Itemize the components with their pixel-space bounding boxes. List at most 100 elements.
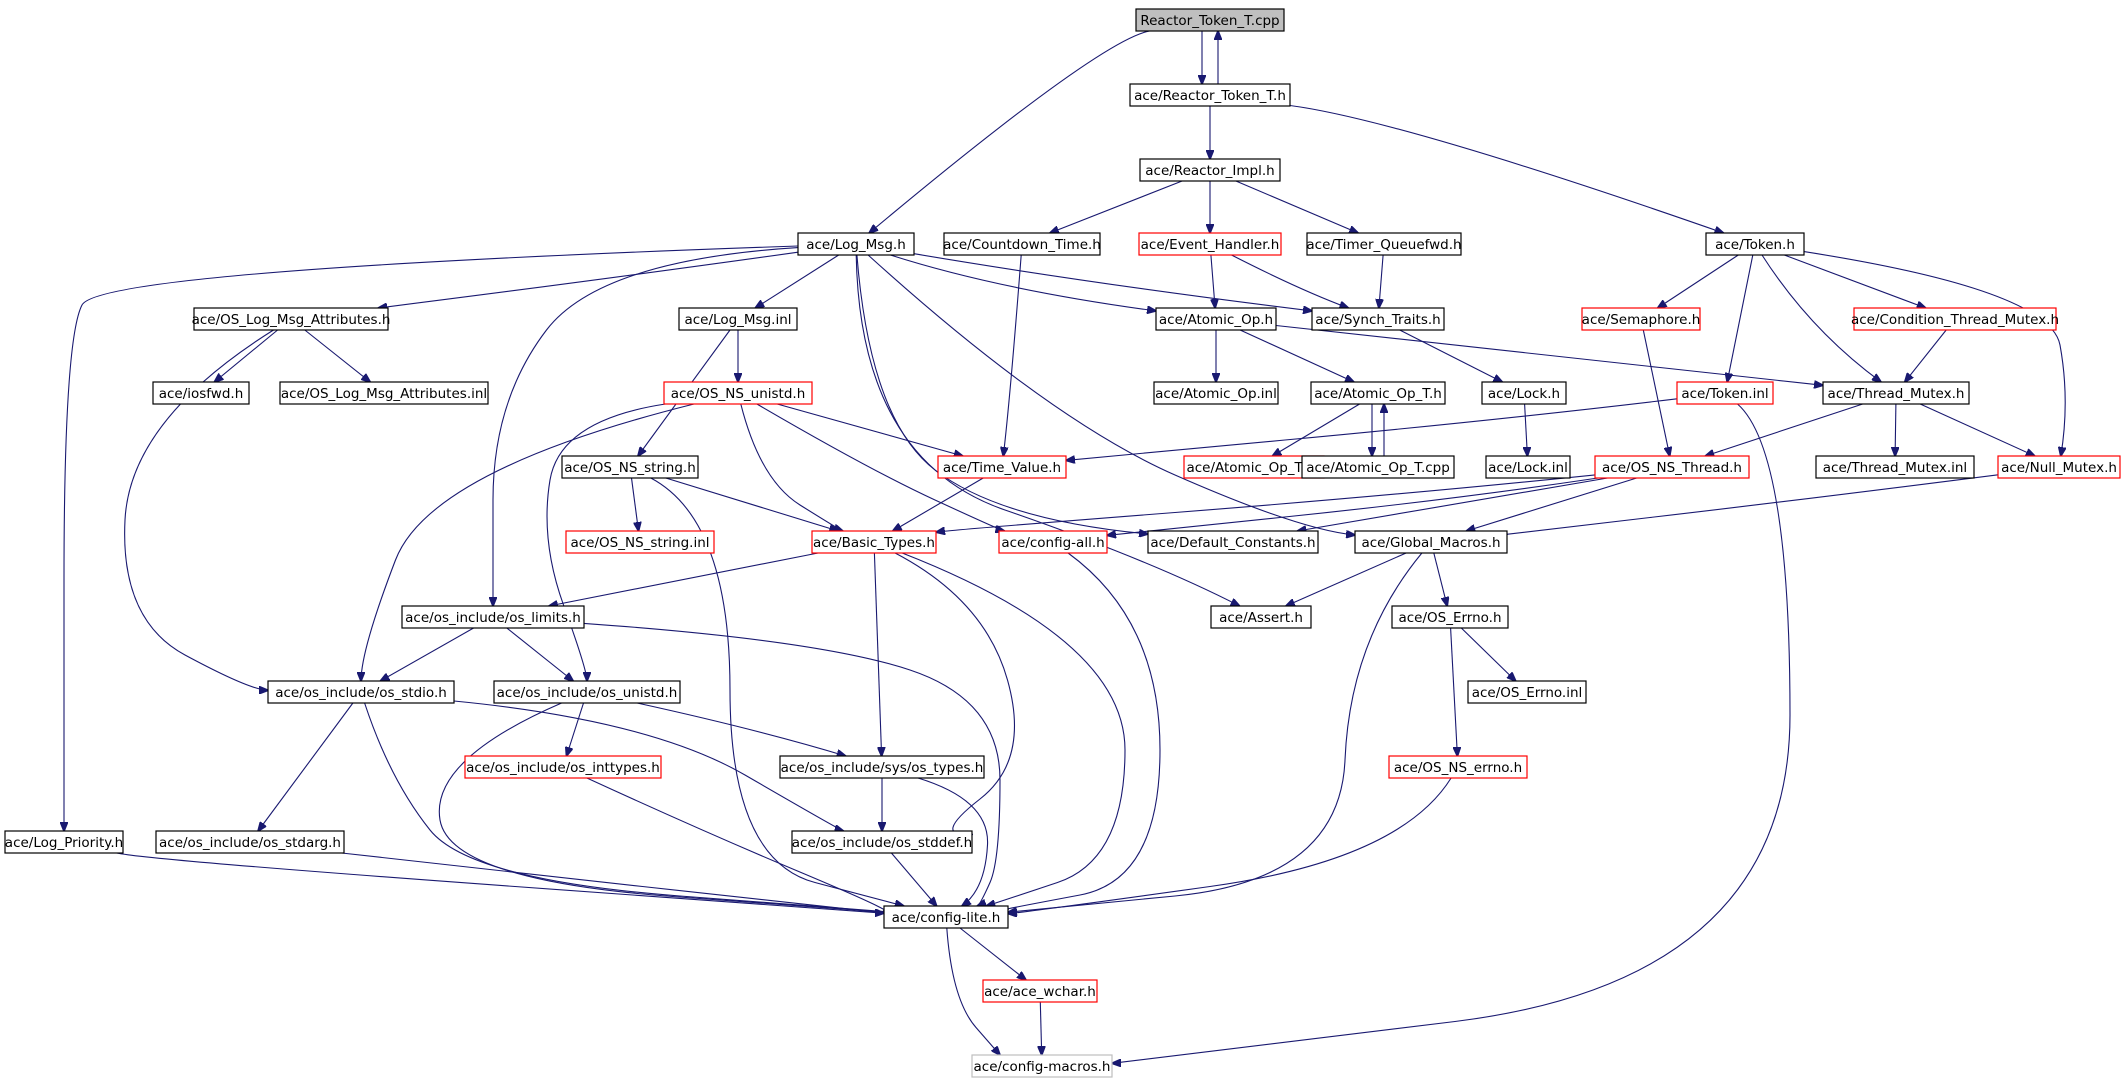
node-os-ns-thread[interactable]: ace/OS_NS_Thread.h — [1594, 455, 1750, 479]
node-thread-mutex-inl[interactable]: ace/Thread_Mutex.inl — [1815, 455, 1975, 479]
node-global-macros[interactable]: ace/Global_Macros.h — [1354, 530, 1508, 554]
node-box[interactable] — [1310, 381, 1446, 405]
node-box[interactable] — [883, 905, 1009, 929]
node-box[interactable] — [1301, 455, 1455, 479]
node-box[interactable] — [561, 455, 699, 479]
node-log-msg-h[interactable]: ace/Log_Msg.h — [797, 232, 915, 256]
node-box[interactable] — [401, 605, 585, 629]
node-token-h[interactable]: ace/Token.h — [1705, 232, 1805, 256]
edge-os_ns_unistd-to-os_stdio — [361, 403, 695, 681]
node-synch-traits[interactable]: ace/Synch_Traits.h — [1311, 307, 1445, 331]
node-box[interactable] — [193, 307, 389, 331]
node-box[interactable] — [1481, 381, 1567, 405]
node-box[interactable] — [1594, 455, 1750, 479]
node-box[interactable] — [943, 232, 1101, 256]
node-box[interactable] — [1676, 381, 1774, 405]
node-event-handler[interactable]: ace/Event_Handler.h — [1138, 232, 1282, 256]
node-ace-wchar[interactable]: ace/ace_wchar.h — [982, 979, 1098, 1003]
node-box[interactable] — [155, 830, 345, 854]
node-box[interactable] — [1129, 83, 1291, 107]
node-box[interactable] — [1581, 307, 1701, 331]
node-default-constants[interactable]: ace/Default_Constants.h — [1147, 530, 1319, 554]
node-box[interactable] — [1485, 455, 1571, 479]
node-config-lite[interactable]: ace/config-lite.h — [883, 905, 1009, 929]
node-os-ns-errno[interactable]: ace/OS_NS_errno.h — [1388, 755, 1528, 779]
node-box[interactable] — [1147, 530, 1319, 554]
node-box[interactable] — [779, 755, 985, 779]
node-box[interactable] — [663, 381, 813, 405]
node-atomic-op-h[interactable]: ace/Atomic_Op.h — [1155, 307, 1277, 331]
node-os-ns-string-inl[interactable]: ace/OS_NS_string.inl — [565, 530, 715, 554]
node-os-inttypes[interactable]: ace/os_include/os_inttypes.h — [464, 755, 662, 779]
node-os-ns-unistd[interactable]: ace/OS_NS_unistd.h — [663, 381, 813, 405]
node-box[interactable] — [1467, 680, 1587, 704]
node-box[interactable] — [1153, 381, 1279, 405]
node-null-mutex[interactable]: ace/Null_Mutex.h — [1997, 455, 2121, 479]
node-os-errno-h[interactable]: ace/OS_Errno.h — [1391, 605, 1509, 629]
node-os-errno-inl[interactable]: ace/OS_Errno.inl — [1467, 680, 1587, 704]
node-reactor-impl[interactable]: ace/Reactor_Impl.h — [1139, 158, 1281, 182]
node-countdown-time[interactable]: ace/Countdown_Time.h — [943, 232, 1101, 256]
node-basic-types[interactable]: ace/Basic_Types.h — [811, 530, 937, 554]
node-box[interactable] — [971, 1054, 1113, 1078]
node-os-stddef[interactable]: ace/os_include/os_stddef.h — [791, 830, 973, 854]
node-box[interactable] — [1135, 8, 1285, 32]
node-box[interactable] — [152, 381, 250, 405]
node-box[interactable] — [1354, 530, 1508, 554]
node-box[interactable] — [982, 979, 1098, 1003]
node-box[interactable] — [998, 530, 1108, 554]
node-os-limits[interactable]: ace/os_include/os_limits.h — [401, 605, 585, 629]
node-timer-queuefwd[interactable]: ace/Timer_Queuefwd.h — [1306, 232, 1462, 256]
node-log-priority[interactable]: ace/Log_Priority.h — [4, 830, 124, 854]
node-log-msg-inl[interactable]: ace/Log_Msg.inl — [678, 307, 798, 331]
node-box[interactable] — [1210, 605, 1312, 629]
node-box[interactable] — [797, 232, 915, 256]
node-box[interactable] — [267, 680, 455, 704]
node-os-log-msg-attr-inl[interactable]: ace/OS_Log_Msg_Attributes.inl — [279, 381, 489, 405]
node-config-macros[interactable]: ace/config-macros.h — [971, 1054, 1113, 1078]
node-sys-os-types[interactable]: ace/os_include/sys/os_types.h — [779, 755, 985, 779]
node-lock-h[interactable]: ace/Lock.h — [1481, 381, 1567, 405]
node-os-ns-string-h[interactable]: ace/OS_NS_string.h — [561, 455, 699, 479]
node-reactor-token-h[interactable]: ace/Reactor_Token_T.h — [1129, 83, 1291, 107]
node-token-inl[interactable]: ace/Token.inl — [1676, 381, 1774, 405]
node-box[interactable] — [1815, 455, 1975, 479]
node-os-log-msg-attr[interactable]: ace/OS_Log_Msg_Attributes.h — [192, 307, 391, 331]
node-reactor-token-cpp[interactable]: Reactor_Token_T.cpp — [1135, 8, 1285, 32]
node-box[interactable] — [1311, 307, 1445, 331]
node-box[interactable] — [565, 530, 715, 554]
node-atomic-op-t-h[interactable]: ace/Atomic_Op_T.h — [1310, 381, 1446, 405]
node-box[interactable] — [1306, 232, 1462, 256]
node-box[interactable] — [1388, 755, 1528, 779]
node-assert-h[interactable]: ace/Assert.h — [1210, 605, 1312, 629]
node-thread-mutex-h[interactable]: ace/Thread_Mutex.h — [1822, 381, 1970, 405]
node-box[interactable] — [279, 381, 489, 405]
node-box[interactable] — [4, 830, 124, 854]
node-os-unistd[interactable]: ace/os_include/os_unistd.h — [493, 680, 681, 704]
node-config-all[interactable]: ace/config-all.h — [998, 530, 1108, 554]
node-box[interactable] — [1705, 232, 1805, 256]
node-box[interactable] — [811, 530, 937, 554]
node-box[interactable] — [1155, 307, 1277, 331]
node-box[interactable] — [464, 755, 662, 779]
node-os-stdarg[interactable]: ace/os_include/os_stdarg.h — [155, 830, 345, 854]
node-box[interactable] — [493, 680, 681, 704]
node-box[interactable] — [791, 830, 973, 854]
node-lock-inl[interactable]: ace/Lock.inl — [1485, 455, 1571, 479]
node-box[interactable] — [937, 455, 1067, 479]
node-atomic-op-inl[interactable]: ace/Atomic_Op.inl — [1153, 381, 1279, 405]
node-os-stdio[interactable]: ace/os_include/os_stdio.h — [267, 680, 455, 704]
node-atomic-op-t-cpp[interactable]: ace/Atomic_Op_T.cpp — [1301, 455, 1455, 479]
node-box[interactable] — [1997, 455, 2121, 479]
node-box[interactable] — [1391, 605, 1509, 629]
node-box[interactable] — [1138, 232, 1282, 256]
node-box[interactable] — [1853, 307, 2057, 331]
node-box[interactable] — [1139, 158, 1281, 182]
node-time-value[interactable]: ace/Time_Value.h — [937, 455, 1067, 479]
node-box[interactable] — [1822, 381, 1970, 405]
node-semaphore-h[interactable]: ace/Semaphore.h — [1581, 307, 1701, 331]
node-iosfwd[interactable]: ace/iosfwd.h — [152, 381, 250, 405]
node-box[interactable] — [678, 307, 798, 331]
node-cond-thread-mutex[interactable]: ace/Condition_Thread_Mutex.h — [1851, 307, 2059, 331]
